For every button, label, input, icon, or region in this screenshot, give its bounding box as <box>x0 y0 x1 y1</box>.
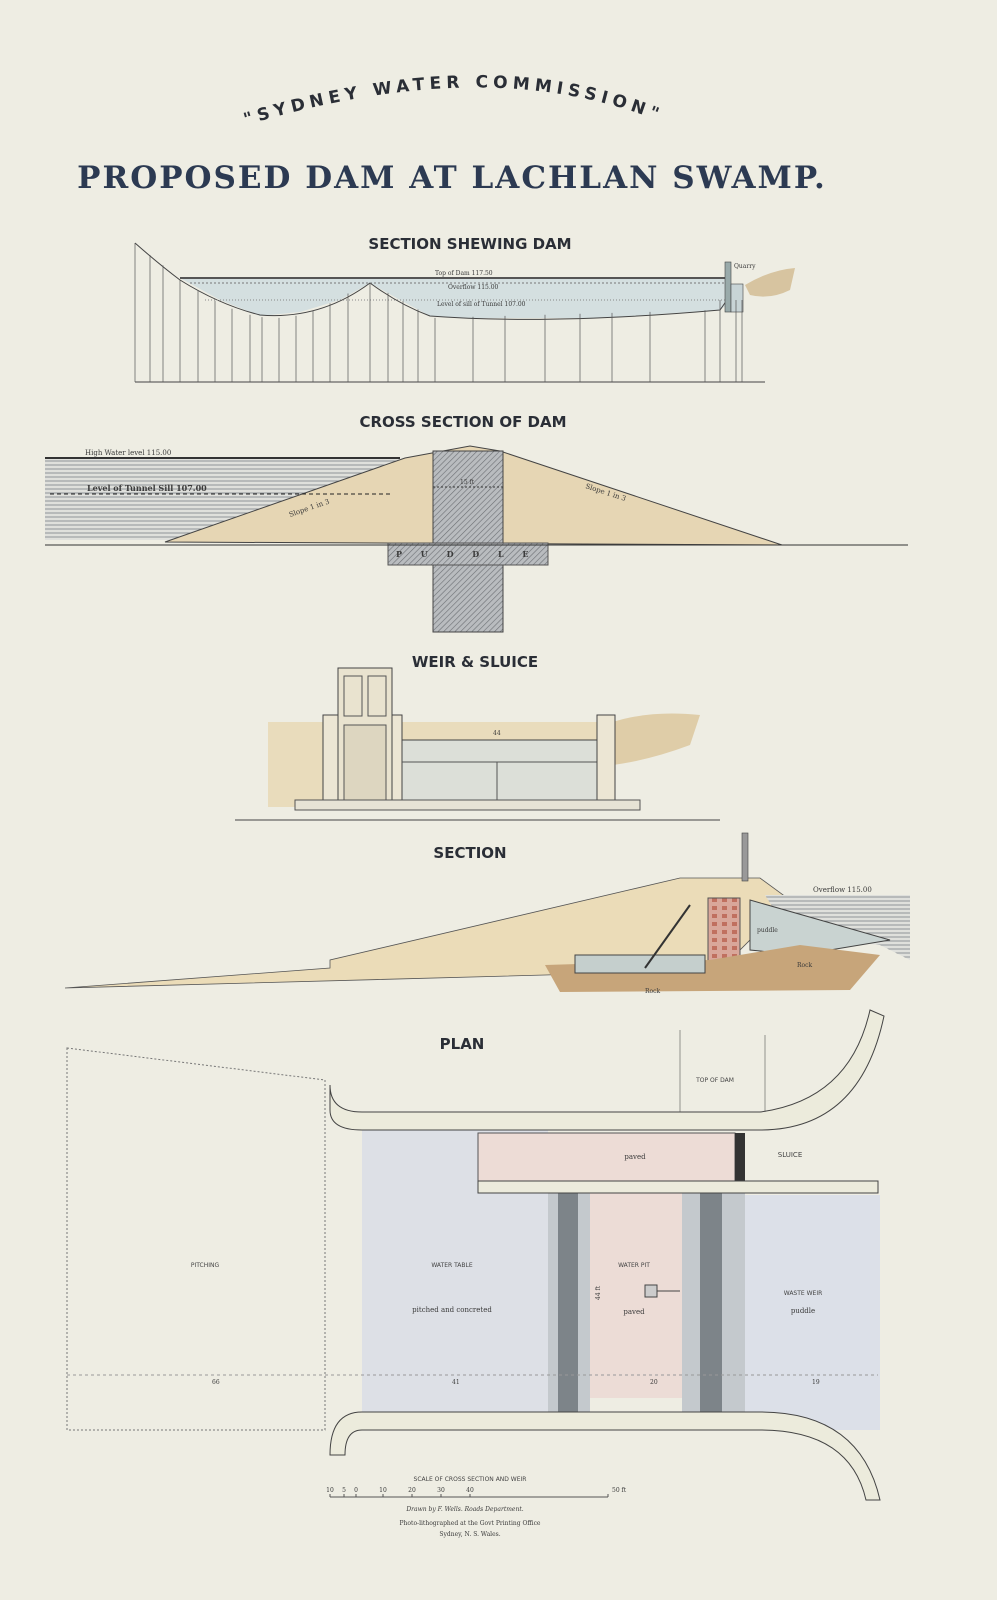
paved-top-label: paved <box>624 1153 646 1161</box>
printer-credit: Photo-lithographed at the Govt Printing … <box>400 1520 541 1527</box>
tunnel-sill-label: Level of Tunnel Sill 107.00 <box>87 483 207 493</box>
waste-weir-note: puddle <box>791 1307 815 1315</box>
water-table-label: WATER TABLE <box>431 1262 473 1269</box>
cross-section-heading: CROSS SECTION OF DAM <box>359 413 566 431</box>
plan-heading: PLAN <box>440 1035 485 1053</box>
rock-bottom-label: Rock <box>645 988 660 995</box>
quarry-label: Quarry <box>734 263 756 270</box>
rock-right-label: Rock <box>797 962 812 969</box>
scale-tick-label: 30 <box>437 1487 445 1494</box>
weir-width-label: 44 <box>493 730 501 737</box>
waste-weir-label: WASTE WEIR <box>784 1290 823 1297</box>
scale-tick-label: 40 <box>466 1487 474 1494</box>
dim-pitching: 66 <box>212 1379 220 1386</box>
water-pit-label: WATER PIT <box>618 1262 650 1269</box>
puddle-label: puddle <box>757 927 778 934</box>
overflow-label: Overflow 115.00 <box>448 284 499 291</box>
scale-bar: SCALE OF CROSS SECTION AND WEIR 10 5 0 10 20… <box>326 1476 627 1498</box>
high-water-label: High Water level 115.00 <box>85 449 171 457</box>
plan-view: TOP OF DAM paved SLUICE PITCHING WATER T… <box>66 1009 885 1501</box>
pitching-label: PITCHING <box>191 1262 220 1269</box>
scale-tick-label: 5 <box>342 1487 346 1494</box>
scale-tick-label: 50 ft <box>612 1487 627 1494</box>
water-pit-note: paved <box>623 1308 645 1316</box>
weir-sluice-elevation: 44 <box>235 667 720 821</box>
scale-tick-label: 10 <box>379 1487 387 1494</box>
sluice-label: SLUICE <box>778 1151 803 1159</box>
scale-title: SCALE OF CROSS SECTION AND WEIR <box>414 1476 527 1483</box>
dim-height: 44 ft <box>595 1285 602 1300</box>
core-width-label: 15 ft <box>460 479 475 486</box>
cross-section-of-dam: High Water level 115.00 Level of Tunnel … <box>45 445 908 633</box>
place-credit: Sydney, N. S. Wales. <box>439 1531 500 1538</box>
dim-water-table: 41 <box>452 1379 460 1386</box>
weir-sluice-heading: WEIR & SLUICE <box>412 653 538 671</box>
puddle-label: P U D D L E <box>396 549 537 559</box>
water-table-note: pitched and concreted <box>412 1306 492 1314</box>
longitudinal-section: Top of Dam 117.50 Overflow 115.00 Level … <box>134 242 795 383</box>
top-of-dam-label: Top of Dam 117.50 <box>435 270 493 277</box>
overflow-label: Overflow 115.00 <box>813 886 872 894</box>
section-shewing-dam-heading: SECTION SHEWING DAM <box>368 235 571 253</box>
tunnel-sill-label: Level of sill of Tunnel 107.00 <box>437 301 526 308</box>
page-title: PROPOSED DAM AT LACHLAN SWAMP. <box>77 160 827 196</box>
drawn-by-credit: Drawn by F. Wells. Roads Department. <box>405 1506 523 1513</box>
dim-pit: 20 <box>650 1379 658 1386</box>
commission-heading: "SYDNEY WATER COMMISSION" <box>241 72 666 130</box>
scale-tick-label: 20 <box>408 1487 416 1494</box>
top-of-dam-label: TOP OF DAM <box>695 1077 734 1084</box>
scale-tick-label: 0 <box>354 1487 358 1494</box>
scale-tick-label: 10 <box>326 1487 334 1494</box>
dim-weir: 19 <box>812 1379 820 1386</box>
section-heading: SECTION <box>433 844 506 862</box>
sluice-section: Overflow 115.00 puddle Rock Rock <box>64 832 910 995</box>
